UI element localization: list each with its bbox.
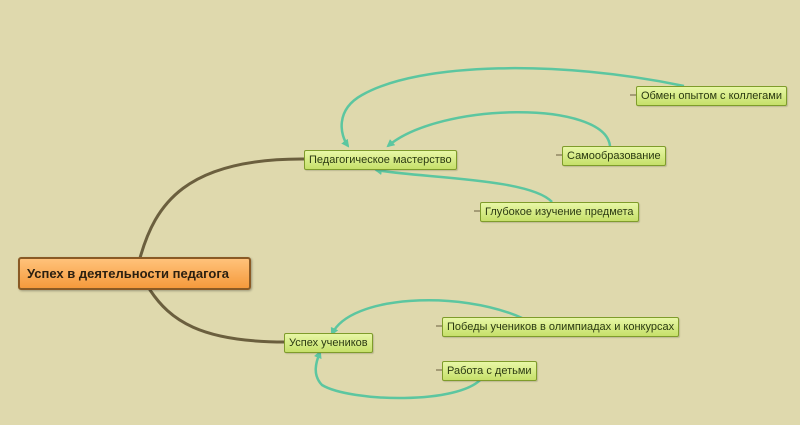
topic-students-success[interactable]: Успех учеников <box>284 333 373 353</box>
subtopic-work-with-children[interactable]: Работа с детьми <box>442 361 537 381</box>
branch-root-to-students <box>148 288 287 344</box>
relation-children-to-students <box>314 350 483 400</box>
subtopic-subject-study[interactable]: Глубокое изучение предмета <box>480 202 639 222</box>
relation-olympiad-to-students <box>330 299 523 336</box>
subtopic-experience-exchange[interactable]: Обмен опытом с коллегами <box>636 86 787 106</box>
branch-root-to-mastery <box>138 157 307 260</box>
root-topic[interactable]: Успех в деятельности педагога <box>18 257 251 290</box>
relation-subject-to-mastery <box>374 167 553 203</box>
relation-selfedu-to-mastery <box>386 111 612 148</box>
subtopic-olympiad-wins[interactable]: Победы учеников в олимпиадах и конкурсах <box>442 317 680 337</box>
relation-exchange-to-mastery <box>340 66 685 148</box>
subtopic-self-education[interactable]: Самообразование <box>562 146 666 166</box>
topic-pedagogical-mastery[interactable]: Педагогическое мастерство <box>304 150 457 170</box>
